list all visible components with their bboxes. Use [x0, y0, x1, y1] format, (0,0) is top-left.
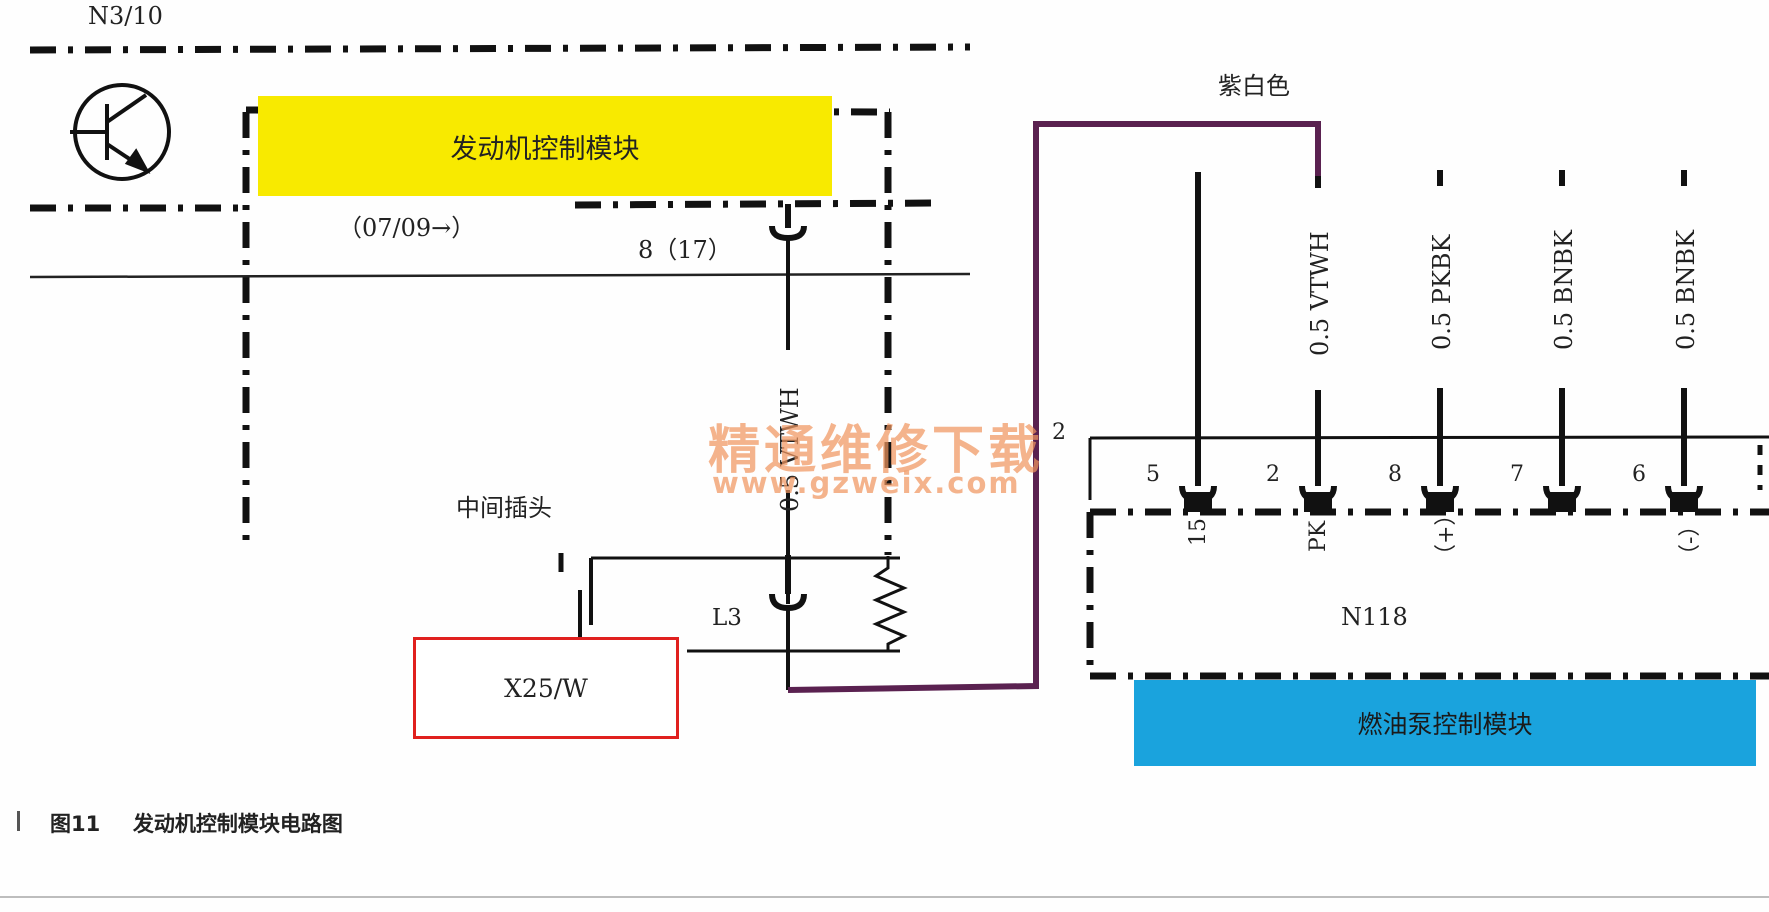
pin-name-3: （+）	[1434, 503, 1459, 566]
ecm-label: 发动机控制模块	[450, 133, 640, 165]
pin-name-2: PK	[1306, 520, 1331, 552]
connector-wire-4-label: 0.5 BNBK	[1550, 230, 1578, 350]
resistor-icon	[872, 556, 908, 651]
pin-number-4: 7	[1510, 462, 1524, 487]
pin-8-17-label: 8（17）	[638, 236, 732, 264]
n118-label: N118	[1341, 603, 1408, 631]
pin-number-3: 8	[1388, 462, 1402, 487]
bus-line	[29, 272, 971, 279]
connector-wire-5-label: 0.5 BNBK	[1672, 230, 1700, 350]
connector-wire-2-label: 0.5 VTWH	[1306, 231, 1334, 356]
pin-name-1: 15	[1186, 518, 1211, 546]
watermark-cn: 精通维修下载	[708, 421, 1045, 481]
bottom-rule	[0, 896, 1769, 898]
x25w-label: X25/W	[504, 673, 588, 703]
n3-10-border-lower-right	[574, 199, 941, 209]
l3-label: L3	[712, 605, 742, 631]
pin-number-5: 6	[1632, 462, 1646, 487]
ecm-module-box: 发动机控制模块	[258, 96, 832, 196]
pin-number-2: 2	[1266, 462, 1280, 487]
watermark-url: www.gzweix.com	[712, 466, 1021, 500]
fuel-pump-module-box: 燃油泵控制模块	[1134, 680, 1756, 766]
purple-white-wire	[787, 121, 1321, 693]
caption-bar	[17, 811, 20, 831]
edge-pin-label: 2	[1052, 420, 1066, 445]
n3-10-label: N3/10	[88, 2, 163, 30]
connector-wire-1	[1179, 172, 1217, 512]
pin-name-5: （-）	[1678, 514, 1703, 566]
transistor-icon	[70, 83, 171, 181]
connector-wire-2	[1299, 390, 1337, 512]
connector-wire-3-label: 0.5 PKBK	[1428, 234, 1456, 350]
fuel-pump-module-label: 燃油泵控制模块	[1357, 710, 1533, 739]
connector-wire-3	[1421, 170, 1459, 512]
n3-10-border-top	[29, 43, 971, 54]
purple-white-label: 紫白色	[1218, 72, 1290, 100]
date-range-label: （07/09→）	[338, 214, 476, 242]
figure-title: 发动机控制模块电路图	[132, 812, 343, 836]
connector-wire-4	[1543, 170, 1581, 512]
x25w-box: X25/W	[413, 637, 679, 739]
figure-caption: 图11 发动机控制模块电路图	[50, 808, 343, 838]
middle-connector-label: 中间插头	[456, 494, 552, 522]
connector-wire-5	[1665, 170, 1703, 512]
pin-number-1: 5	[1146, 462, 1160, 487]
n118-bus-line	[1089, 435, 1769, 440]
figure-number: 图11	[50, 812, 101, 836]
